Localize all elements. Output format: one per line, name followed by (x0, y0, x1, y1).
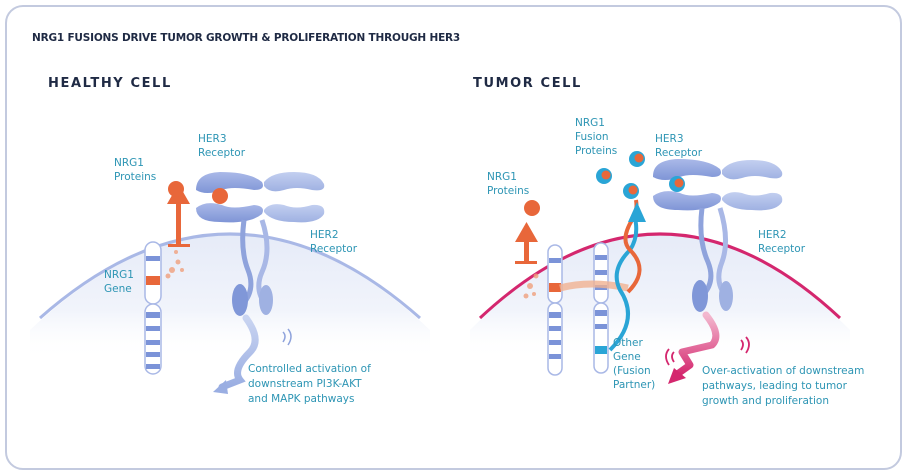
expression-dots (523, 273, 539, 299)
tumor-nrg1-proteins-label: NRG1 Proteins (487, 171, 530, 197)
tumor-other-gene-label: Other Gene (Fusion Partner) (613, 337, 656, 391)
expression-dots (165, 250, 184, 279)
nrg1-fusion-proteins (596, 151, 645, 199)
healthy-cell-membrane (39, 232, 421, 320)
tumor-nrg1-fusion-proteins-label: NRG1 Fusion Proteins (575, 117, 618, 157)
her3-receptor (653, 159, 721, 312)
tumor-cell-panel (470, 151, 850, 384)
figure-frame (5, 5, 902, 470)
overactivation-arrowhead (668, 368, 686, 384)
her3-receptor (196, 172, 263, 316)
figure-title: NRG1 FUSIONS DRIVE TUMOR GROWTH & PROLIF… (32, 32, 461, 44)
tumor-cell-membrane (478, 232, 842, 320)
healthy-caption: Controlled activation of downstream PI3K… (248, 363, 371, 405)
tumor-her2-receptor-label: HER2 Receptor (758, 229, 806, 255)
healthy-her3-receptor-label: HER3 Receptor (198, 133, 246, 159)
nrg1-expression-arrow (515, 222, 538, 264)
tumor-cell-title: TUMOR CELL (473, 76, 582, 91)
healthy-cell-title: HEALTHY CELL (48, 76, 172, 91)
tumor-her3-receptor-label: HER3 Receptor (655, 133, 703, 159)
healthy-cell-body (30, 235, 430, 360)
fusion-partner-chromosome (593, 242, 609, 374)
her2-receptor (256, 172, 325, 315)
controlled-signal-arrowhead (213, 380, 228, 394)
her2-receptor (716, 160, 783, 311)
nrg1-bound-protein (212, 188, 228, 204)
tumor-caption: Over-activation of downstream pathways, … (702, 365, 865, 407)
fusion-helix-blue (608, 213, 639, 352)
fusion-band (559, 280, 629, 292)
signal-waves-icon (282, 328, 292, 346)
nrg1-protein (524, 200, 540, 216)
healthy-nrg1-proteins-label: NRG1 Proteins (114, 157, 157, 183)
healthy-her2-receptor-label: HER2 Receptor (310, 229, 358, 255)
controlled-signal-arrow (218, 314, 259, 391)
signal-waves-icon (740, 336, 750, 354)
nrg1-chromosome (547, 244, 563, 376)
healthy-nrg1-gene-label: NRG1 Gene (104, 269, 134, 295)
nrg1-protein (168, 181, 184, 197)
signal-waves-icon (665, 348, 675, 366)
overactivation-signal-arrow (672, 311, 720, 379)
healthy-cell-panel (30, 172, 430, 394)
nrg1-gene-chromosome (144, 241, 162, 375)
tumor-cell-body (470, 235, 850, 360)
fusion-arrowhead (628, 202, 646, 222)
